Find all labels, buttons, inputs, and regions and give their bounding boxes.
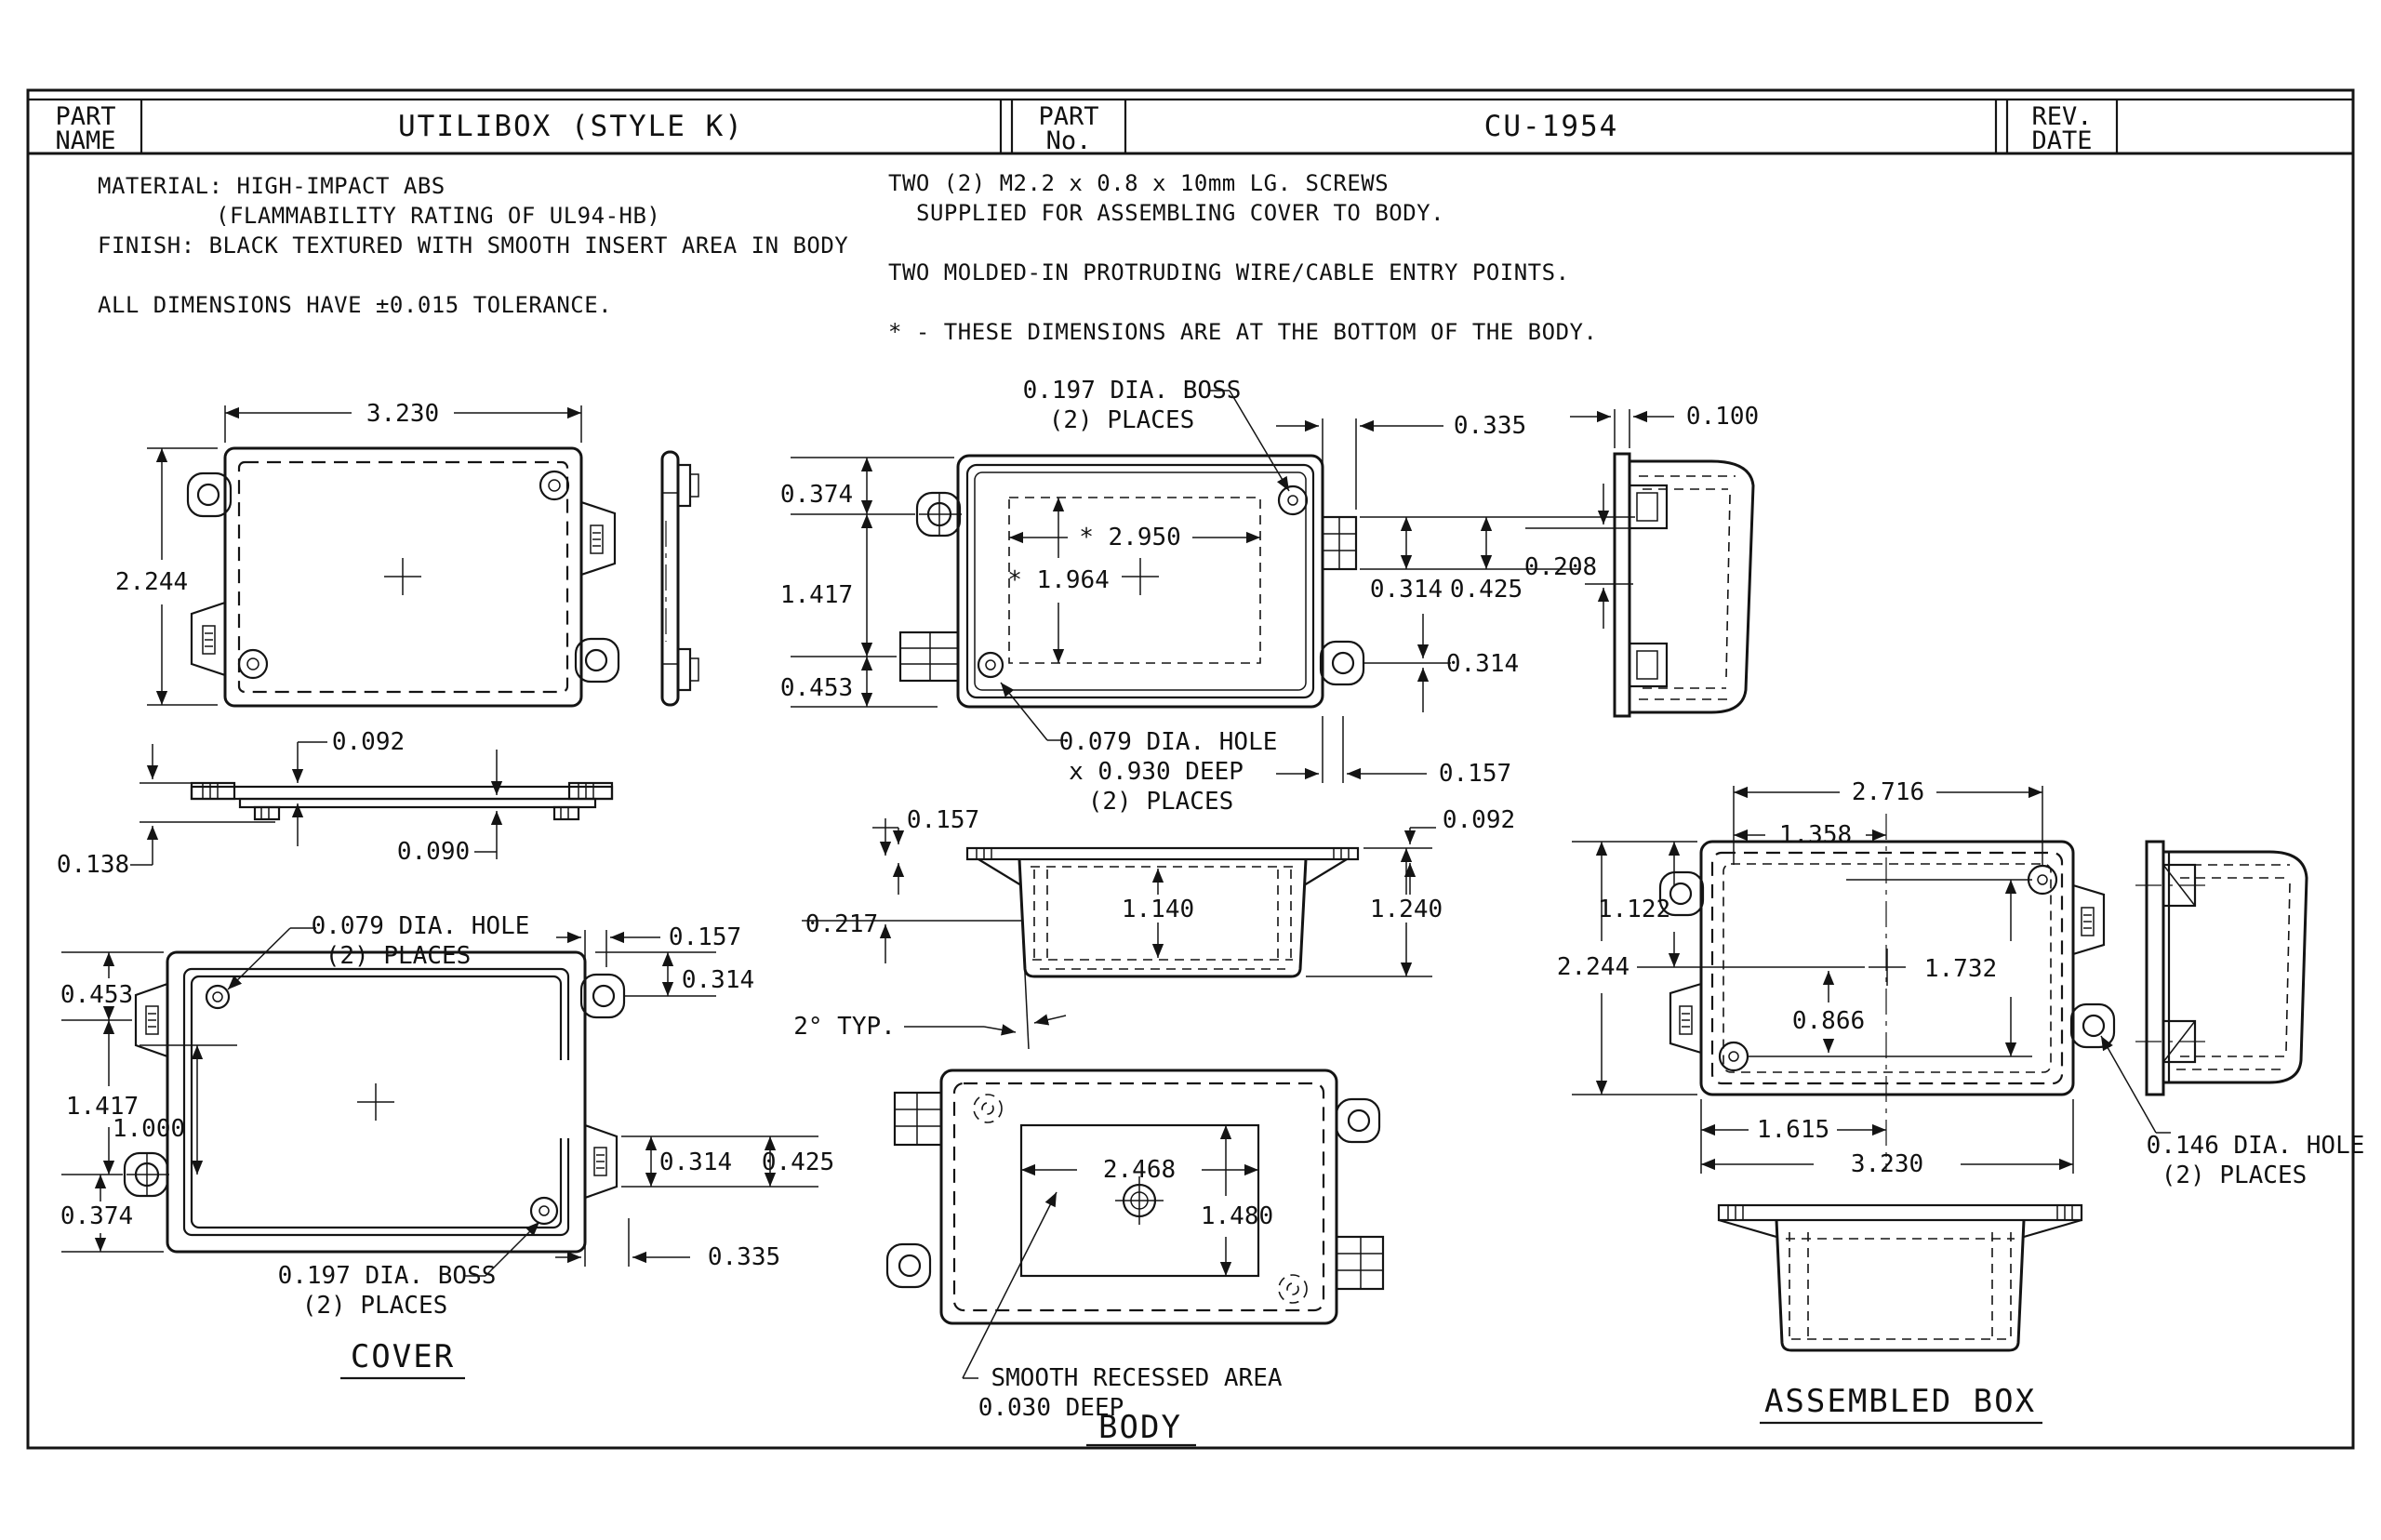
dim-bt-314b: 0.314 <box>1446 650 1519 678</box>
dim-ci-335: 0.335 <box>708 1243 780 1271</box>
view-body-section: 0.157 0.217 1.140 1.240 0.092 2° TYP. <box>793 806 1515 1050</box>
bt-hole-note-3: (2) PLACES <box>1088 788 1234 816</box>
view-body-bottom: 2.468 1.480 SMOOTH RECESSED AREA 0.030 D… <box>885 1069 1385 1447</box>
dim-bt-height: * 1.964 <box>1007 566 1110 594</box>
body-title: BODY <box>1098 1409 1182 1446</box>
dim-bt-157: 0.157 <box>1439 760 1511 788</box>
bb-recess-note-2: 0.030 DEEP <box>978 1394 1124 1422</box>
view-body-top: * 2.950 * 1.964 0.197 DIA. BOSS (2) PLAC… <box>780 377 1635 816</box>
bt-boss-note-2: (2) PLACES <box>1049 406 1195 434</box>
dim-ci-314b: 0.314 <box>659 1148 732 1176</box>
view-assembled-front: 2.716 1.358 1.122 2.244 1.732 0.866 1.61… <box>1557 778 2365 1189</box>
dim-bt-314a: 0.314 <box>1370 576 1443 604</box>
as-hole-note-2: (2) PLACES <box>2162 1162 2308 1189</box>
dim-ci-314a: 0.314 <box>682 966 754 994</box>
dim-as-3230: 3.230 <box>1851 1150 1923 1178</box>
dim-bt-425: 0.425 <box>1450 576 1523 604</box>
dim-ci-374: 0.374 <box>60 1202 133 1230</box>
dim-bb-height: 1.480 <box>1201 1202 1273 1230</box>
dim-bt-374: 0.374 <box>780 481 853 509</box>
bt-hole-note-1: 0.079 DIA. HOLE <box>1059 728 1278 756</box>
part-name-value: UTILIBOX (STYLE K) <box>398 110 744 143</box>
cover-hole-note-1: 0.079 DIA. HOLE <box>312 912 530 940</box>
part-name-label-2: NAME <box>55 126 115 155</box>
dim-sec-1140: 1.140 <box>1122 896 1194 923</box>
note-entry-points: TWO MOLDED-IN PROTRUDING WIRE/CABLE ENTR… <box>888 259 1570 285</box>
cover-boss-note-1: 0.197 DIA. BOSS <box>278 1262 497 1290</box>
notes-right: TWO (2) M2.2 x 0.8 x 10mm LG. SCREWS SUP… <box>888 170 1597 345</box>
title-block: PART NAME UTILIBOX (STYLE K) PART No. CU… <box>55 102 2092 155</box>
part-no-label-1: PART <box>1038 102 1098 131</box>
dim-ci-1417: 1.417 <box>66 1093 139 1121</box>
view-cover-section: 0.092 0.138 0.090 <box>57 728 614 879</box>
dim-bb-width: 2.468 <box>1103 1156 1176 1184</box>
note-screws-2: SUPPLIED FOR ASSEMBLING COVER TO BODY. <box>916 200 1444 226</box>
notes-left: MATERIAL: HIGH-IMPACT ABS (FLAMMABILITY … <box>98 173 848 318</box>
dim-bt-453: 0.453 <box>780 674 853 702</box>
note-material: MATERIAL: HIGH-IMPACT ABS <box>98 173 446 199</box>
rev-date-label-1: REV. <box>2031 102 2092 131</box>
cover-title: COVER <box>351 1338 455 1375</box>
assembled-title: ASSEMBLED BOX <box>1764 1383 2036 1420</box>
view-cover-side <box>660 450 699 707</box>
dim-bs-100: 0.100 <box>1686 403 1759 431</box>
cover-boss-note-2: (2) PLACES <box>302 1292 448 1320</box>
view-cover-inside: 0.079 DIA. HOLE (2) PLACES 0.197 DIA. BO… <box>60 912 834 1380</box>
dim-cover-thickness: 0.092 <box>332 728 405 756</box>
rev-date-label-2: DATE <box>2031 126 2092 155</box>
note-tolerance: ALL DIMENSIONS HAVE ±0.015 TOLERANCE. <box>98 292 612 318</box>
cover-hole-note-2: (2) PLACES <box>326 942 472 970</box>
dim-as-2716: 2.716 <box>1852 778 1924 806</box>
dim-as-1122: 1.122 <box>1598 896 1670 923</box>
bt-hole-note-2: x 0.930 DEEP <box>1069 758 1244 786</box>
dim-bs-208: 0.208 <box>1524 553 1597 581</box>
view-assembled-side <box>2135 840 2308 1096</box>
dim-bt-1417: 1.417 <box>780 581 853 609</box>
view-cover-top: 3.230 2.244 <box>115 400 620 708</box>
dim-as-1358: 1.358 <box>1779 821 1852 849</box>
dim-cover-rail: 0.090 <box>397 838 470 866</box>
dim-sec-217: 0.217 <box>805 910 878 938</box>
bb-recess-note-1: SMOOTH RECESSED AREA <box>991 1364 1282 1392</box>
bt-boss-note-1: 0.197 DIA. BOSS <box>1023 377 1242 405</box>
dim-cover-total-height: 0.138 <box>57 851 129 879</box>
part-no-label-2: No. <box>1046 126 1092 155</box>
note-screws-1: TWO (2) M2.2 x 0.8 x 10mm LG. SCREWS <box>888 170 1389 196</box>
dim-as-866: 0.866 <box>1792 1007 1865 1035</box>
dim-bt-width: * 2.950 <box>1079 524 1181 551</box>
sheet-border <box>26 88 2355 1450</box>
dim-bt-335: 0.335 <box>1454 412 1526 440</box>
note-asterisk: * - THESE DIMENSIONS ARE AT THE BOTTOM O… <box>888 319 1597 345</box>
dim-ci-453: 0.453 <box>60 981 133 1009</box>
view-body-side: 0.100 0.208 <box>1524 403 1759 718</box>
dim-ci-425: 0.425 <box>762 1148 834 1176</box>
dim-cover-height: 2.244 <box>115 568 188 596</box>
as-hole-note-1: 0.146 DIA. HOLE <box>2147 1132 2365 1160</box>
dim-ci-1000: 1.000 <box>113 1115 185 1143</box>
dim-as-2244: 2.244 <box>1557 953 1629 981</box>
view-assembled-bottom: ASSEMBLED BOX <box>1717 1203 2083 1425</box>
note-flammability: (FLAMMABILITY RATING OF UL94-HB) <box>216 203 660 229</box>
part-no-value: CU-1954 <box>1484 110 1619 143</box>
note-finish: FINISH: BLACK TEXTURED WITH SMOOTH INSER… <box>98 232 848 259</box>
part-name-label-1: PART <box>55 102 115 131</box>
dim-as-1732: 1.732 <box>1924 955 1997 983</box>
dim-ci-157: 0.157 <box>669 923 741 951</box>
dim-sec-157: 0.157 <box>907 806 979 834</box>
dim-cover-width: 3.230 <box>366 400 439 428</box>
dim-as-1615: 1.615 <box>1757 1116 1829 1144</box>
dim-sec-092: 0.092 <box>1443 806 1515 834</box>
dim-sec-draft: 2° TYP. <box>793 1013 896 1041</box>
dim-sec-1240: 1.240 <box>1370 896 1443 923</box>
